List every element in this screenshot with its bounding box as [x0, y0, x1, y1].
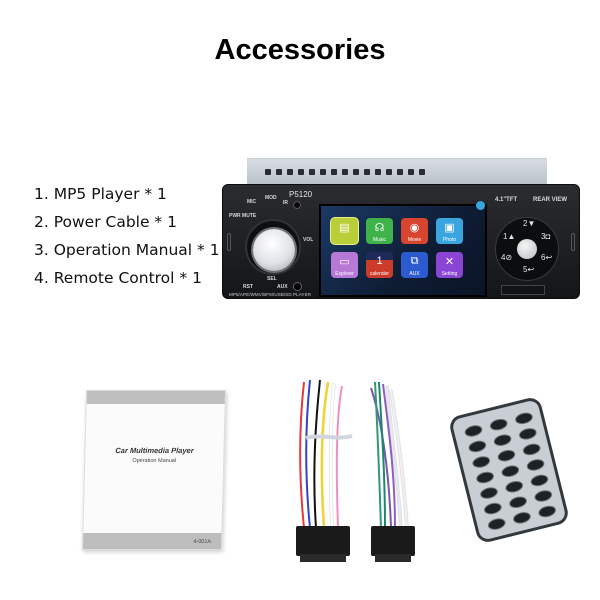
rear-view-label: REAR VIEW [533, 197, 568, 203]
remote-button [511, 510, 533, 526]
remote-buttons [463, 410, 558, 532]
remote-button [529, 472, 550, 488]
aux-label: AUX [277, 284, 288, 290]
operation-manual-image: Car Multimedia Player Operation Manual 4… [81, 390, 227, 550]
app-photo[interactable]: ▣Photo [436, 218, 463, 244]
button-2[interactable]: 2▼ [523, 219, 536, 228]
chassis [247, 158, 547, 188]
calendar-icon: 1 [376, 255, 383, 267]
app-explorer[interactable]: ▭Explorer [331, 252, 358, 278]
headphones-icon: ☊ [374, 222, 385, 234]
side-slot [571, 233, 575, 251]
app-movie[interactable]: ◉Movie [401, 218, 428, 244]
app-setting[interactable]: ✕Setting [436, 252, 463, 278]
phone-icon [476, 201, 485, 210]
remote-button [486, 516, 507, 532]
remote-button [496, 448, 517, 464]
ir-sensor-icon [293, 201, 301, 209]
list-item: 3. Operation Manual * 1 [34, 241, 220, 259]
player-formats-label: MP5/APE/WMV/BFM/USB/SD PLAYER [229, 292, 312, 297]
remote-button [467, 438, 488, 454]
manual-code: 4-001A [193, 539, 212, 545]
list-item: 1. MP5 Player * 1 [34, 185, 167, 203]
accessories-list: 1. MP5 Player * 1 2. Power Cable * 1 3. … [34, 180, 220, 292]
remote-button [504, 479, 525, 495]
radio-icon: ▤ [339, 222, 350, 234]
manual-subtitle: Operation Manual [132, 458, 177, 464]
remote-button [492, 432, 513, 448]
tools-icon: ✕ [444, 256, 455, 268]
usb-slot [501, 285, 545, 295]
remote-button [508, 494, 529, 510]
power-cable-left-image [296, 379, 353, 562]
manual-title: Car Multimedia Player [115, 446, 194, 455]
remote-button [500, 463, 521, 479]
ir-label: IR [283, 200, 288, 206]
faceplate: P5120 MIC MOD IR PWR MUTE VOL SEL RST AU… [222, 184, 580, 299]
vents [265, 169, 425, 175]
band-button[interactable] [517, 239, 537, 259]
button-pad [495, 217, 559, 281]
remote-button [537, 503, 558, 520]
screen-size-label: 4.1"TFT [495, 197, 518, 203]
folder-icon: ▭ [339, 256, 350, 268]
remote-button [488, 417, 509, 433]
button-6[interactable]: 6↩ [541, 253, 553, 262]
button-1[interactable]: 1▲ [503, 232, 516, 241]
photo-icon: ▣ [444, 222, 455, 234]
manual-top-band [86, 391, 226, 404]
remote-button [517, 426, 538, 442]
volume-knob[interactable] [253, 229, 295, 271]
button-3[interactable]: 3◘ [541, 232, 551, 241]
remote-button [521, 441, 542, 457]
list-item: 2. Power Cable * 1 [34, 213, 177, 231]
button-4[interactable]: 4⊘ [501, 253, 513, 262]
mp5-player-image: P5120 MIC MOD IR PWR MUTE VOL SEL RST AU… [222, 158, 580, 300]
remote-button [482, 501, 503, 517]
aux-icon: ⧉ [410, 255, 419, 267]
mic-label: MIC [247, 199, 257, 205]
list-item: 4. Remote Control * 1 [34, 269, 202, 287]
pwr-mute-label: PWR MUTE [229, 213, 257, 219]
rst-label: RST [243, 284, 253, 290]
app-aux[interactable]: ⧉AUX [401, 252, 428, 278]
remote-button [463, 423, 484, 439]
remote-button [525, 457, 546, 473]
button-5[interactable]: 5↩ [523, 265, 535, 274]
model-label: P5120 [289, 190, 313, 199]
mod-label: MOD [265, 195, 277, 201]
vol-label: VOL [303, 237, 314, 243]
page-title: Accessories [214, 34, 386, 66]
aux-jack [293, 282, 302, 291]
power-cable-right-image [370, 381, 415, 562]
remote-button [478, 485, 500, 501]
remote-button [513, 410, 535, 426]
remote-button [475, 469, 496, 486]
app-radio[interactable]: ▤ [331, 218, 358, 244]
sel-label: SEL [267, 276, 277, 282]
remote-button [533, 488, 554, 504]
remote-button [471, 454, 492, 470]
film-reel-icon: ◉ [409, 222, 420, 234]
remote-control-image [447, 395, 571, 545]
side-slot [227, 233, 231, 251]
app-music[interactable]: ☊Music [366, 218, 393, 244]
